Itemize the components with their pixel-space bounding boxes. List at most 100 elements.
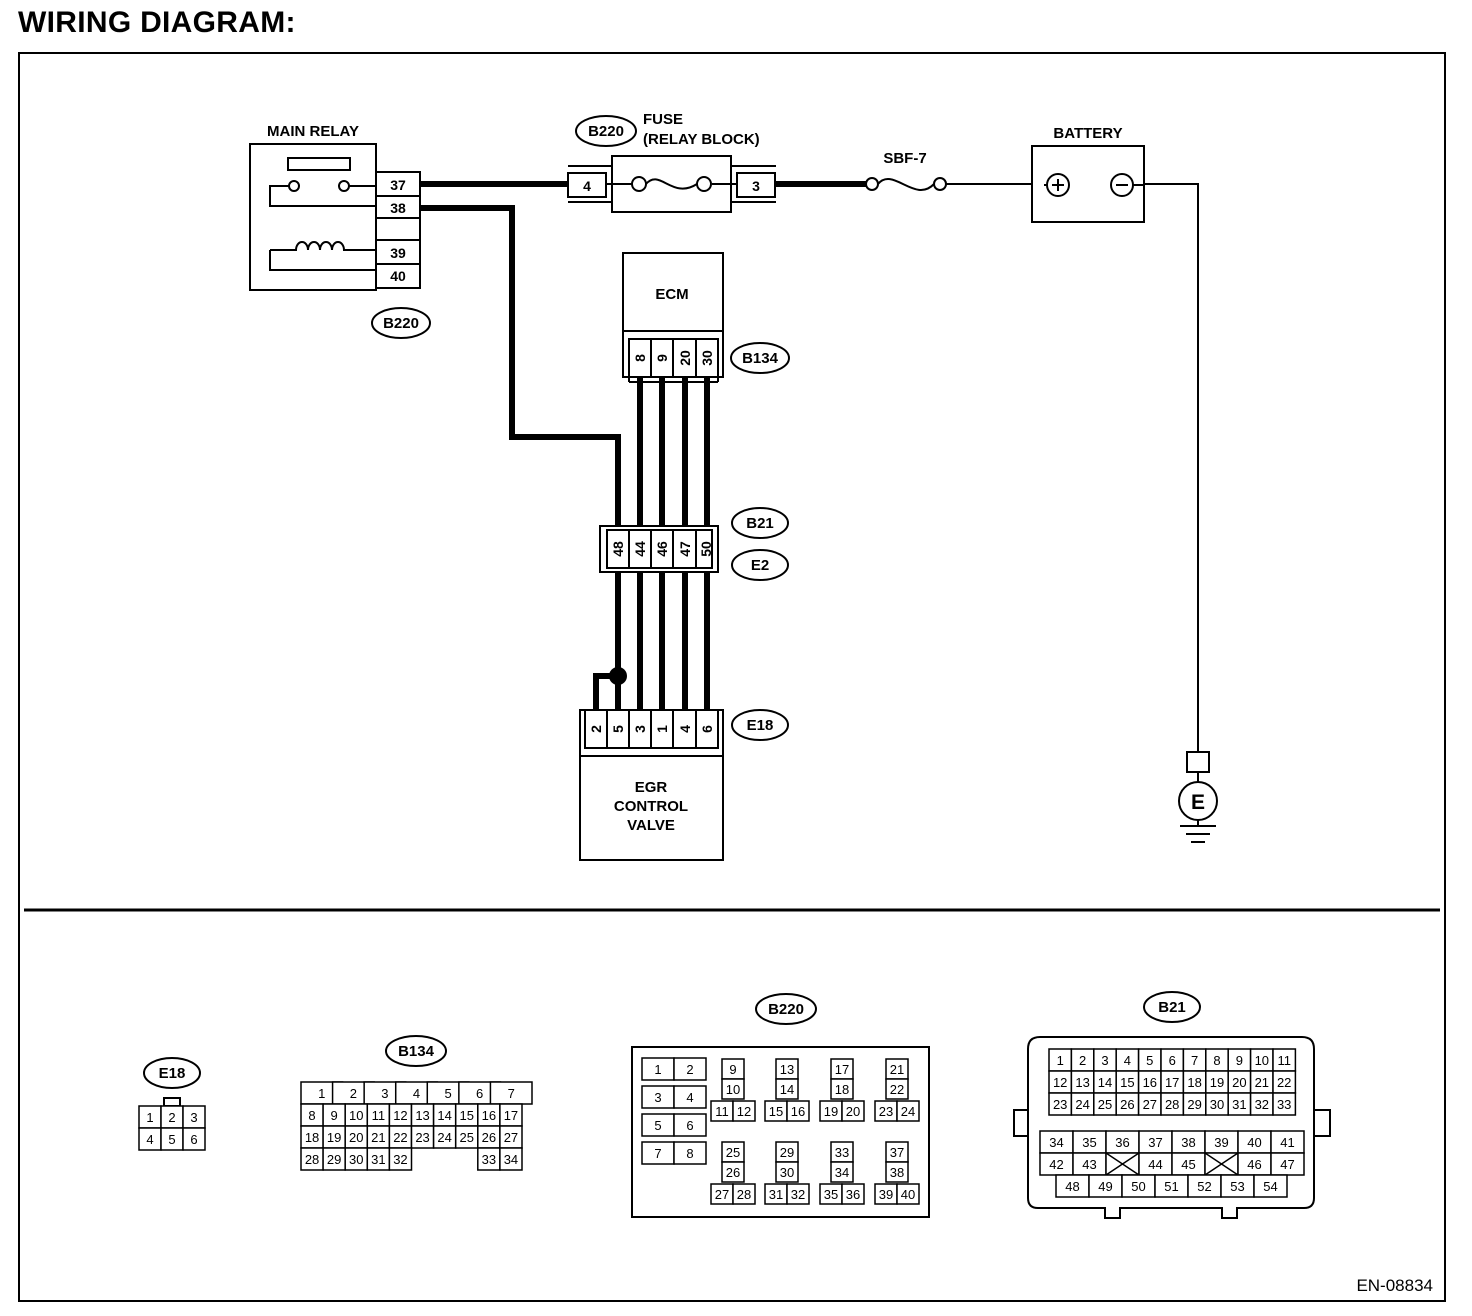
relay-contact-right [338,180,350,192]
blank-cross [1204,1152,1239,1176]
pin-number: 30 [780,1165,794,1180]
pin-number: 15 [460,1108,474,1123]
pin-number: 50 [1131,1179,1145,1194]
pin-number: 53 [1230,1179,1244,1194]
pin-number: 13 [780,1062,794,1077]
pin-number: 26 [482,1130,496,1145]
pin-number: 1 [318,1086,325,1101]
pin-number: 2 [1079,1053,1086,1068]
pin-number: 30 [1210,1097,1224,1112]
page-title: WIRING DIAGRAM: [18,6,296,39]
pin-cell [499,1147,523,1171]
connector-e18-latch [163,1097,181,1107]
pin-number: 5 [1146,1053,1153,1068]
connector-e18-label: E18 [159,1065,186,1082]
pin-number: 40 [1247,1135,1261,1150]
connector-b134-tag [385,1035,447,1067]
pin-number: 12 [737,1104,751,1119]
pin-number: 5 [444,1086,451,1101]
pin-cell [721,1161,745,1183]
pin-number: 3 [381,1086,388,1101]
pin-cell [1272,1092,1297,1116]
egr-connector-tag [731,709,789,741]
pin-number: 4 [1124,1053,1131,1068]
pin-number: 7 [1191,1053,1198,1068]
pin-number: 1 [654,1062,661,1077]
pin-number: 31 [769,1187,783,1202]
pin-cell [673,1085,707,1109]
pin-number: 6 [476,1086,483,1101]
document-id: EN-08834 [1356,1276,1433,1295]
pin-cell [673,1141,707,1165]
pin-number: 21 [1255,1075,1269,1090]
pin-number: 3 [654,1090,661,1105]
splice-point [609,667,627,685]
pin-number: 6 [686,1118,693,1133]
egr-label-line2: CONTROL [614,798,688,815]
pin-number: 21 [371,1130,385,1145]
relay-pin-37: 37 [390,177,406,193]
pin-number: 14 [780,1082,794,1097]
relay-contact-left [288,180,300,192]
pin-cell [786,1100,810,1122]
pin-number: 28 [305,1152,319,1167]
pin-number: 45 [1181,1157,1195,1172]
ecm-pin-30: 30 [699,350,715,366]
ecm-label: ECM [655,286,688,303]
pin-number: 16 [482,1108,496,1123]
pin-cell [673,1057,707,1081]
pin-number: 1 [1057,1053,1064,1068]
blank-cross [1105,1152,1140,1176]
pin-number: 43 [1082,1157,1096,1172]
joint-connector: 48 44 46 47 50 B21 E2 [599,507,789,581]
egr-pin-4: 4 [677,725,693,733]
joint-label-bottom: E2 [751,557,769,574]
relay-connector-tag [371,307,431,339]
relay-coil [269,241,376,271]
pin-cell [1253,1174,1288,1198]
pin-number: 22 [393,1130,407,1145]
pin-number: 39 [879,1187,893,1202]
connector-b134-label: B134 [398,1043,435,1060]
pin-number: 19 [1210,1075,1224,1090]
pin-number: 10 [726,1082,740,1097]
pin-number: 22 [1277,1075,1291,1090]
pin-number: 39 [1214,1135,1228,1150]
egr-pin-6: 6 [699,725,715,733]
fuse-label-line2: (RELAY BLOCK) [643,131,760,148]
pin-number: 29 [780,1145,794,1160]
pin-number: 11 [1277,1053,1291,1068]
pin-number: 34 [1049,1135,1063,1150]
ground-symbol: E [1178,751,1218,843]
connector-b220-label: B220 [768,1001,804,1018]
egr-pin-1: 1 [654,725,670,733]
pin-number: 20 [846,1104,860,1119]
pin-number: 27 [1143,1097,1157,1112]
relay-pin-38: 38 [390,200,406,216]
pin-number: 44 [1148,1157,1162,1172]
pin-number: 19 [327,1130,341,1145]
pin-number: 15 [769,1104,783,1119]
diagram-frame [18,52,1446,1302]
pin-number: 32 [1255,1097,1269,1112]
pin-number: 29 [1187,1097,1201,1112]
connector-e18-tag [143,1057,201,1089]
pin-number: 19 [824,1104,838,1119]
pin-number: 18 [1187,1075,1201,1090]
pin-number: 4 [146,1132,153,1147]
pin-number: 25 [460,1130,474,1145]
pin-number: 18 [305,1130,319,1145]
wire-battery-ground [1136,183,1199,752]
connector-b21-label: B21 [1158,999,1186,1016]
pin-number: 10 [1255,1053,1269,1068]
pin-cell [721,1078,745,1100]
relay-connector-label: B220 [383,315,419,332]
pin-number: 12 [1053,1075,1067,1090]
pin-number: 2 [350,1086,357,1101]
pin-number: 52 [1197,1179,1211,1194]
sbf-fuse: SBF-7 [865,150,947,191]
pin-number: 33 [1277,1097,1291,1112]
